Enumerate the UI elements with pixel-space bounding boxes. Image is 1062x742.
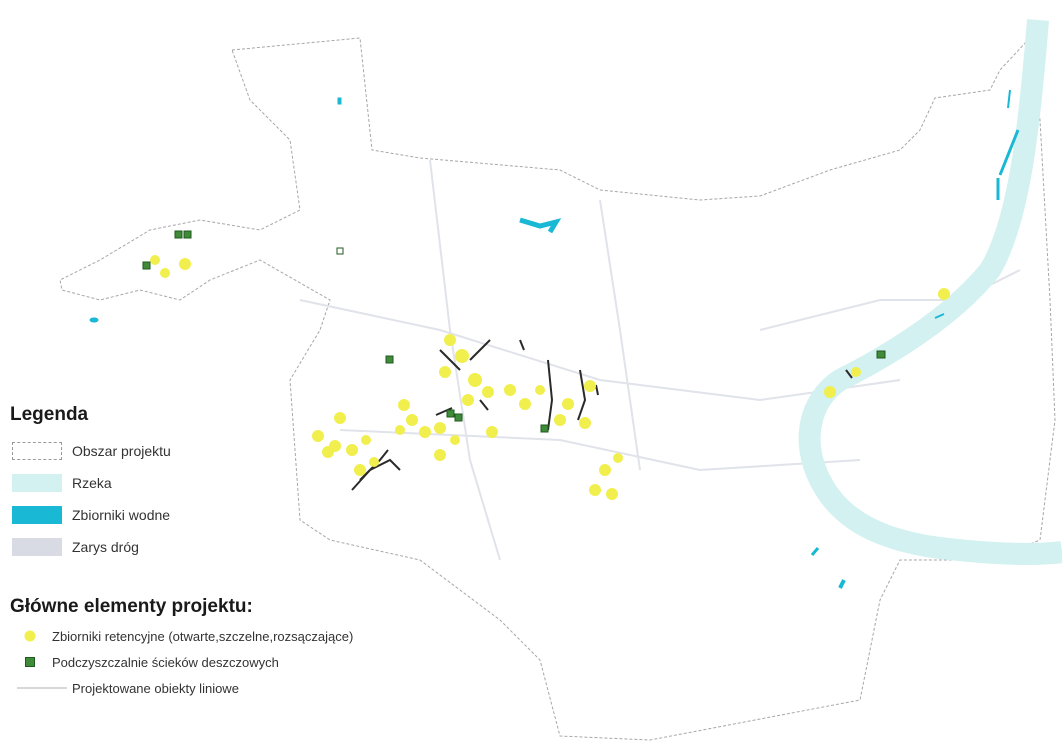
linear-objects xyxy=(351,339,853,491)
legend-item-roads: Zarys dróg xyxy=(12,536,139,558)
linear-object-icon xyxy=(17,687,67,689)
legend-label: Zbiorniki retencyjne (otwarte,szczelne,r… xyxy=(52,628,354,644)
legend-item-project-area: Obszar projektu xyxy=(12,440,171,462)
legend-label: Obszar projektu xyxy=(72,443,171,459)
retention-tank-icon xyxy=(24,630,36,642)
river xyxy=(798,19,1062,565)
legend-label: Zbiorniki wodne xyxy=(72,507,171,523)
water-bodies-swatch xyxy=(12,506,62,524)
legend-item-river: Rzeka xyxy=(12,472,112,494)
legend-item-linear-objects: Projektowane obiekty liniowe xyxy=(16,678,239,698)
legend-label: Rzeka xyxy=(72,475,112,491)
roads-swatch xyxy=(12,538,62,556)
legend-label: Zarys dróg xyxy=(72,539,139,555)
project-area-outline xyxy=(59,37,1056,741)
legend-item-water-bodies: Zbiorniki wodne xyxy=(12,504,170,526)
river-swatch xyxy=(12,474,62,492)
legend-label: Podczyszczalnie ścieków deszczowych xyxy=(52,654,279,670)
stormwater-treatment-plants xyxy=(142,230,886,433)
retention-tanks xyxy=(150,255,950,500)
legend-title: Legenda xyxy=(10,404,89,425)
legend-item-retention-tanks: Zbiorniki retencyjne (otwarte,szczelne,r… xyxy=(16,626,353,646)
project-elements-title: Główne elementy projektu: xyxy=(10,596,253,617)
road-outlines xyxy=(299,159,1021,561)
legend-label: Projektowane obiekty liniowe xyxy=(72,680,239,696)
water-bodies xyxy=(89,89,1020,589)
project-area-swatch xyxy=(12,442,62,460)
treatment-plant-icon xyxy=(25,657,35,667)
legend-item-treatment-plants: Podczyszczalnie ścieków deszczowych xyxy=(16,652,279,672)
